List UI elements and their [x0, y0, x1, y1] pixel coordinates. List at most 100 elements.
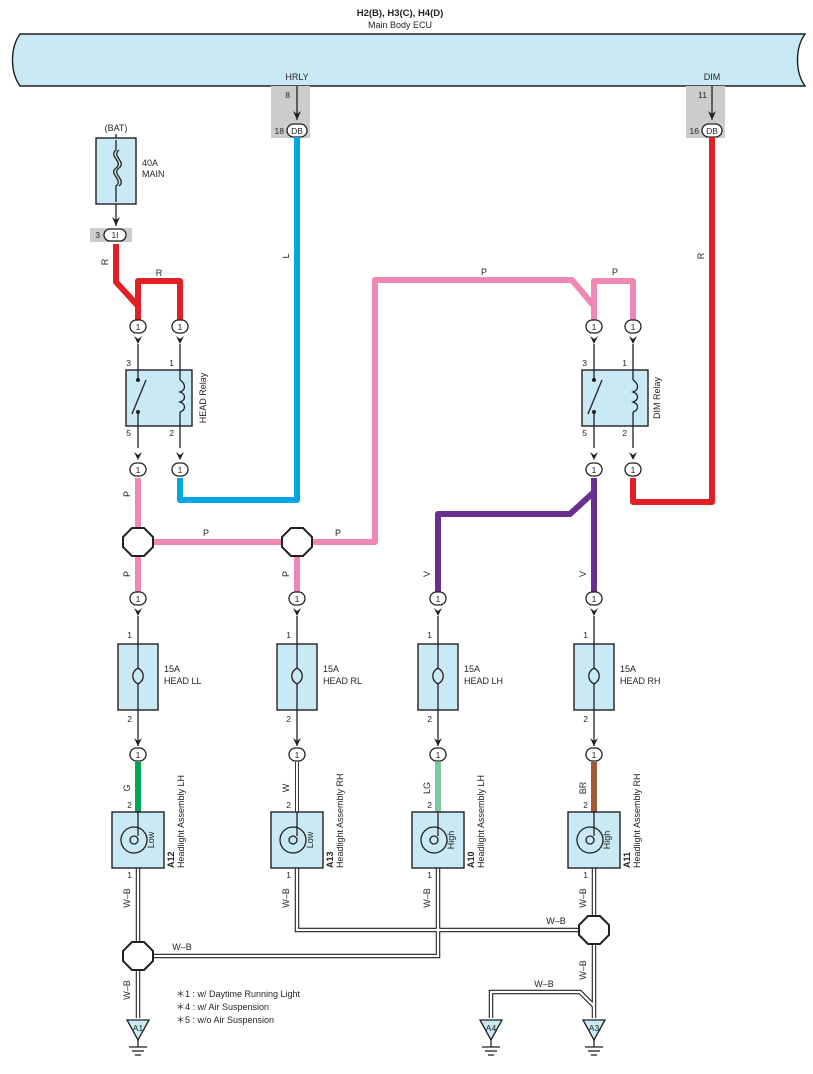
dim-relay-pin5: 5 — [582, 428, 587, 438]
dim-connector: DB — [706, 126, 718, 136]
wire-red-r-loop — [135, 278, 183, 320]
conn-dim-1: 1 — [624, 319, 642, 344]
svg-text:1: 1 — [592, 322, 597, 332]
head-relay-pin3: 3 — [126, 358, 131, 368]
note-3: ＊5 : w/o Air Suspension — [176, 1015, 274, 1025]
bulb-icon — [420, 826, 448, 854]
svg-text:1: 1 — [631, 322, 636, 332]
dim-relay-pin2: 2 — [622, 428, 627, 438]
wire-label-p2: P — [612, 267, 618, 277]
fuse-name: HEAD LL — [164, 676, 202, 686]
conn-head-1: 1 — [171, 319, 189, 344]
headlight-name: Headlight Assembly RH — [335, 773, 345, 868]
fuse-bottom-connector: 1 — [592, 750, 597, 760]
battery-connector: 1I — [111, 230, 118, 240]
fuse-top-connector: 1 — [436, 594, 441, 604]
fuse-amp: 15A — [323, 664, 339, 674]
head-relay-pin5: 5 — [126, 428, 131, 438]
dim-relay-pin1: 1 — [622, 358, 627, 368]
fuse-pin-top: 1 — [286, 630, 291, 640]
headlight-pin-bottom: 1 — [286, 870, 291, 880]
headlight-name: Headlight Assembly RH — [632, 773, 642, 868]
headlight-name: Headlight Assembly LH — [176, 775, 186, 868]
main-fuse-amp: 40A — [142, 158, 158, 168]
dim-relay-name: DIM Relay — [652, 377, 662, 420]
wire-label-wb3: W–B — [422, 888, 432, 908]
hrly-pin-bottom: 18 — [275, 126, 285, 136]
headlight-beam: High — [446, 831, 456, 850]
notes: ＊1 : w/ Daytime Running Light ＊4 : w/ Ai… — [176, 989, 301, 1025]
wire-label-p6: P — [122, 571, 132, 577]
fuse-top-connector: 1 — [295, 594, 300, 604]
splice-pink-right — [281, 527, 313, 557]
wire-label-wb6: W–B — [172, 942, 192, 952]
headlight-pin-top: 2 — [583, 800, 588, 810]
head-relay-pin1: 1 — [169, 358, 174, 368]
ground-label: A4 — [486, 1023, 497, 1033]
ecu-hrly-terminal: 8 18 DB — [271, 86, 310, 138]
svg-text:1: 1 — [136, 322, 141, 332]
wire-label-r1: R — [100, 258, 110, 265]
wire-label-lg: LG — [422, 782, 432, 794]
headlight-pin-bottom: 1 — [583, 870, 588, 880]
wire-red-r-battery — [113, 244, 141, 320]
head-relay-name: HEAD Relay — [198, 372, 208, 423]
wire-label-wb4: W–B — [578, 888, 588, 908]
svg-text:1: 1 — [178, 465, 183, 475]
headlight-code: A13 — [325, 851, 335, 868]
hrly-terminal-label: HRLY — [285, 72, 308, 82]
wire-label-p3: P — [122, 491, 132, 497]
headlight-code: A11 — [622, 852, 632, 868]
wire-pink-p-up — [312, 277, 597, 545]
bulb-icon — [576, 826, 604, 854]
ground-label: A3 — [589, 1023, 600, 1033]
headlight-code: A12 — [166, 851, 176, 868]
svg-text:1: 1 — [178, 322, 183, 332]
wire-blue-l — [177, 137, 300, 503]
ground-a3: A3 — [581, 1019, 607, 1056]
fuse-top-connector: 1 — [592, 594, 597, 604]
conn-dim-2: 1 — [624, 452, 642, 477]
dim-pin-top: 11 — [698, 90, 707, 100]
fuse-pin-bottom: 2 — [286, 714, 291, 724]
hrly-connector: DB — [291, 126, 303, 136]
head-relay: HEAD Relay 3 1 5 2 — [125, 344, 208, 448]
fuse-bottom-connector: 1 — [436, 750, 441, 760]
wire-label-v2: V — [578, 571, 588, 577]
ground-a4: A4 — [478, 1019, 504, 1056]
bulb-icon — [120, 826, 148, 854]
wire-red-r-dim — [630, 137, 715, 505]
wire-label-wb7: W–B — [122, 980, 132, 1000]
wire-label-r3: R — [696, 252, 706, 259]
fuse-amp: 15A — [164, 664, 180, 674]
fuse-pin-top: 1 — [427, 630, 432, 640]
svg-text:1: 1 — [136, 465, 141, 475]
bulb-icon — [279, 826, 307, 854]
headlight-code: A10 — [466, 851, 476, 868]
splice-nodes — [122, 527, 610, 971]
fuse-pin-bottom: 2 — [127, 714, 132, 724]
wire-label-w: W — [281, 783, 291, 792]
headlight-beam: High — [602, 831, 612, 850]
battery-main-fuse: (BAT) 40A MAIN 3 1I — [90, 123, 165, 242]
wire-label-p7: P — [281, 571, 291, 577]
fuse-amp: 15A — [620, 664, 636, 674]
headlight-beam: Low — [305, 831, 315, 848]
headlight-pin-top: 2 — [127, 800, 132, 810]
dim-relay: DIM Relay 3 1 5 2 — [581, 344, 662, 448]
wire-label-br: BR — [578, 781, 588, 794]
wire-label-wb2: W–B — [281, 888, 291, 908]
fuse-name: HEAD LH — [464, 676, 503, 686]
wire-color-labels: R R L R P P P P P P P V V G W LG BR W–B … — [100, 252, 706, 1000]
main-body-ecu: H2(B), H3(C), H4(D) Main Body ECU HRLY D… — [11, 8, 807, 87]
ground-icon — [125, 1019, 151, 1042]
conn-head-5: 1 — [129, 452, 147, 477]
dim-relay-pin3: 3 — [582, 358, 587, 368]
wire-label-wb8: W–B — [578, 960, 588, 980]
main-fuse-name: MAIN — [142, 169, 165, 179]
